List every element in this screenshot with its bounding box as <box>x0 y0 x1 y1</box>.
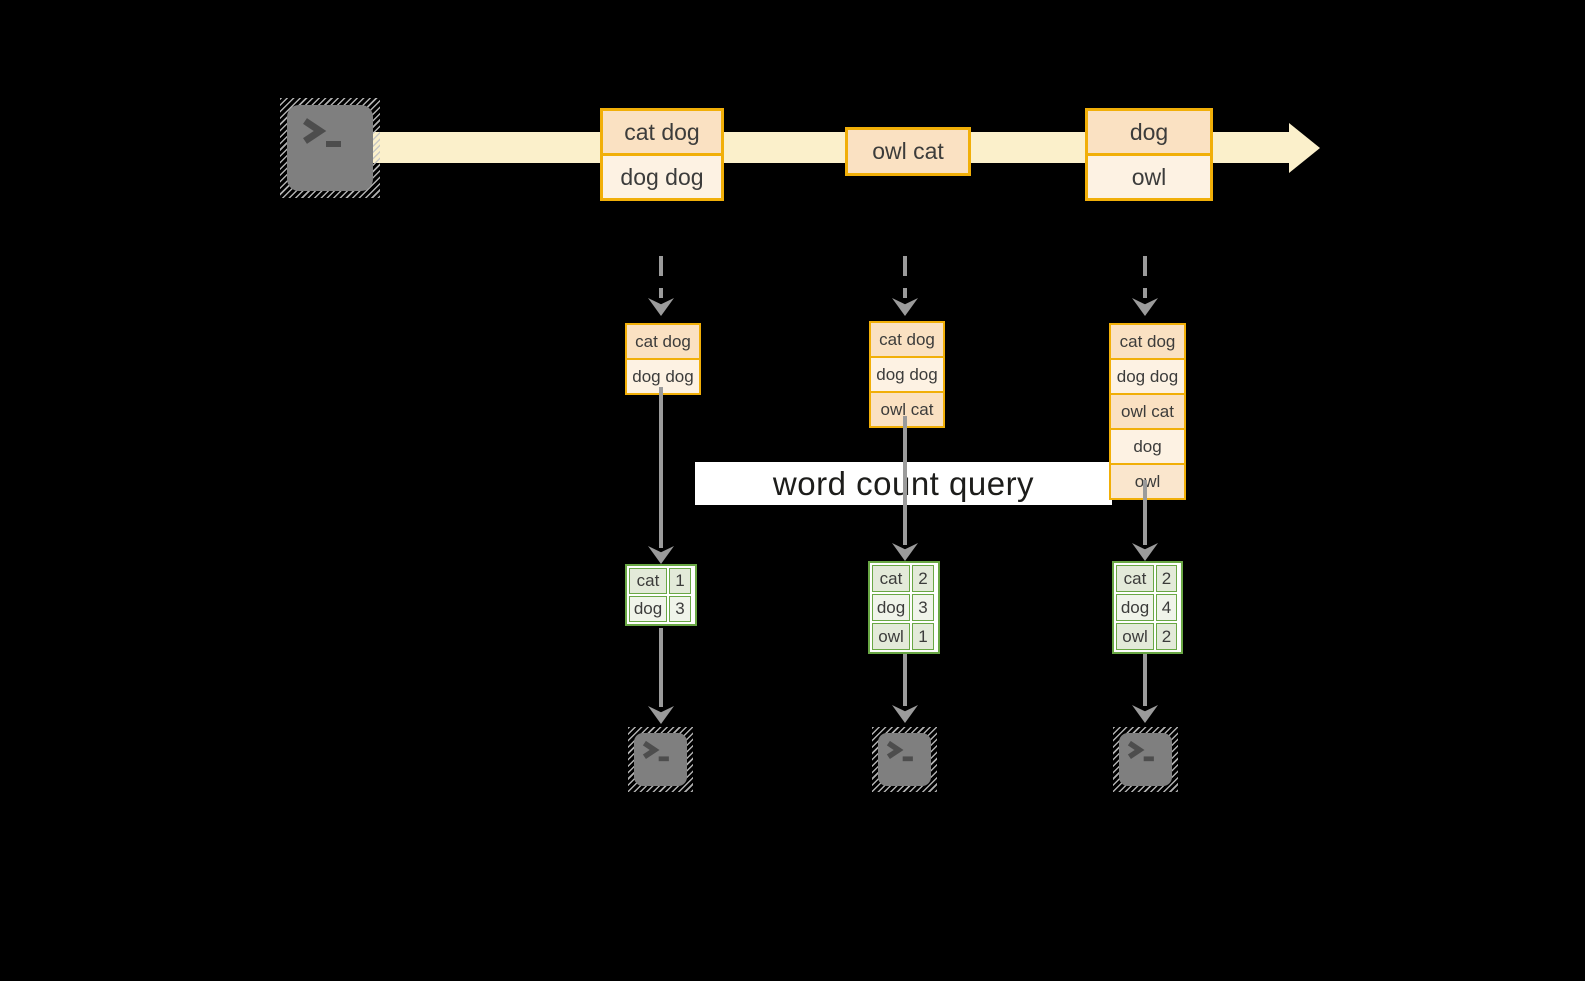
micro-batch-box-2: cat dog dog dog owl cat <box>869 321 945 428</box>
terminal-body <box>1119 733 1172 786</box>
down-arrow-line <box>903 654 907 706</box>
sink-terminal-icon-2 <box>872 727 937 792</box>
batch-line: cat dog <box>625 323 701 360</box>
table-cell-count: 2 <box>1156 565 1177 592</box>
batch-line: owl cat <box>1109 393 1186 430</box>
micro-batch-box-3: cat dog dog dog owl cat dog owl <box>1109 323 1186 500</box>
batch-line: dog dog <box>1109 358 1186 395</box>
table-cell-word: cat <box>872 565 910 592</box>
batch-line: owl <box>1109 463 1186 500</box>
terminal-prompt-icon <box>642 740 669 762</box>
table-cell-count: 4 <box>1156 594 1177 621</box>
table-cell-word: dog <box>1116 594 1154 621</box>
terminal-body <box>287 105 373 191</box>
table-cell-word: dog <box>872 594 910 621</box>
arrowhead-icon <box>648 706 674 724</box>
table-cell-count: 2 <box>912 565 934 592</box>
event-line: owl <box>1085 153 1213 201</box>
table-cell-count: 3 <box>912 594 934 621</box>
terminal-prompt-icon <box>303 118 341 147</box>
terminal-prompt-icon <box>886 740 913 762</box>
arrowhead-icon <box>648 298 674 316</box>
batch-line: owl cat <box>869 391 945 428</box>
table-cell-word: cat <box>629 568 667 594</box>
source-terminal-icon <box>280 98 380 198</box>
stream-event-box-1: cat dog dog dog <box>600 108 724 201</box>
arrowhead-icon <box>892 705 918 723</box>
table-cell-word: owl <box>1116 623 1154 650</box>
arrowhead-icon <box>648 546 674 564</box>
table-cell-count: 1 <box>912 623 934 650</box>
down-arrow-line <box>659 628 663 707</box>
table-cell-count: 3 <box>669 596 691 622</box>
stream-event-box-3: dog owl <box>1085 108 1213 201</box>
down-arrow-line <box>659 387 663 548</box>
word-count-table-1: cat 1 dog 3 <box>625 564 697 626</box>
table-cell-word: dog <box>629 596 667 622</box>
table-cell-count: 2 <box>1156 623 1177 650</box>
event-line: cat dog <box>600 108 724 156</box>
arrowhead-icon <box>1132 543 1158 561</box>
event-line: dog dog <box>600 153 724 201</box>
event-line: owl cat <box>845 127 971 176</box>
stream-arrowhead-icon <box>1289 123 1320 173</box>
arrowhead-icon <box>1132 705 1158 723</box>
table-cell-count: 1 <box>669 568 691 594</box>
sink-terminal-icon-3 <box>1113 727 1178 792</box>
dashed-down-arrow-line <box>903 256 907 298</box>
terminal-body <box>878 733 931 786</box>
arrowhead-icon <box>892 543 918 561</box>
table-cell-word: owl <box>872 623 910 650</box>
batch-line: dog dog <box>869 356 945 393</box>
batch-line: cat dog <box>869 321 945 358</box>
down-arrow-line <box>1143 480 1147 545</box>
micro-batch-box-1: cat dog dog dog <box>625 323 701 395</box>
word-count-table-3: cat 2 dog 4 owl 2 <box>1112 561 1183 654</box>
dashed-down-arrow-line <box>1143 256 1147 298</box>
word-count-table-2: cat 2 dog 3 owl 1 <box>868 561 940 654</box>
terminal-body <box>634 733 687 786</box>
dashed-down-arrow-line <box>659 256 663 298</box>
batch-line: cat dog <box>1109 323 1186 360</box>
terminal-prompt-icon <box>1127 740 1154 762</box>
stream-event-box-2: owl cat <box>845 127 971 176</box>
down-arrow-line <box>1143 654 1147 706</box>
arrowhead-icon <box>1132 298 1158 316</box>
down-arrow-line <box>903 416 907 545</box>
table-cell-word: cat <box>1116 565 1154 592</box>
batch-line: dog <box>1109 428 1186 465</box>
batch-line: dog dog <box>625 358 701 395</box>
event-line: dog <box>1085 108 1213 156</box>
sink-terminal-icon-1 <box>628 727 693 792</box>
arrowhead-icon <box>892 298 918 316</box>
